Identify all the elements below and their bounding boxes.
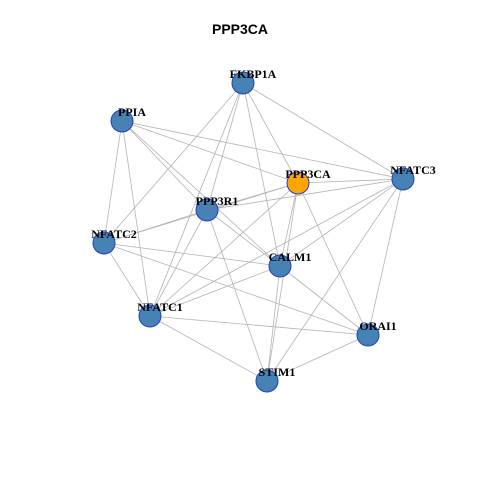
edge-nfatc3-stim1 <box>266 178 404 382</box>
edge-ppp3r1-stim1 <box>206 209 268 382</box>
edge-nfatc2-orai1 <box>103 242 369 336</box>
node-label-orai1: ORAI1 <box>359 319 396 333</box>
node-stim1 <box>255 369 279 393</box>
node-ppp3ca <box>286 171 310 195</box>
edge-nfatc2-nfatc1 <box>103 242 151 317</box>
edge-nfatc2-calm1 <box>103 242 281 267</box>
node-label-stim1: STIM1 <box>259 365 296 379</box>
edge-orai1-stim1 <box>266 334 369 382</box>
node-label-nfatc1: NFATC1 <box>137 300 183 314</box>
edge-nfatc3-ppp3r1 <box>206 178 404 211</box>
edge-ppia-nfatc1 <box>121 120 151 317</box>
node-calm1 <box>268 254 292 278</box>
node-label-nfatc3: NFATC3 <box>390 163 436 177</box>
edge-nfatc1-stim1 <box>149 315 268 382</box>
edge-ppp3r1-nfatc1 <box>149 209 208 317</box>
node-label-ppp3r1: PPP3R1 <box>196 194 239 208</box>
edge-ppp3ca-nfatc1 <box>149 182 299 317</box>
edge-ppp3ca-nfatc3 <box>297 178 404 184</box>
edge-nfatc3-calm1 <box>279 178 404 267</box>
edge-calm1-stim1 <box>266 265 281 382</box>
labels-layer: FKBP1A PPIA PPP3CA NFATC3PPP3R1NFATC2CALM1N… <box>91 67 436 379</box>
edge-ppp3ca-calm1 <box>279 182 299 267</box>
node-ppp3r1 <box>195 198 219 222</box>
edge-fkbp1a-ppp3r1 <box>206 82 244 211</box>
node-label-calm1: CALM1 <box>269 250 312 264</box>
node-nfatc1 <box>138 304 162 328</box>
edges-layer <box>103 82 404 382</box>
edge-fkbp1a-calm1 <box>242 82 281 267</box>
node-label-nfatc2: NFATC2 <box>91 227 137 241</box>
edge-ppp3ca-orai1 <box>297 182 369 336</box>
node-orai1 <box>356 323 380 347</box>
edge-fkbp1a-nfatc2 <box>103 82 244 244</box>
node-nfatc3 <box>391 167 415 191</box>
edge-nfatc3-nfatc1 <box>149 178 404 317</box>
nodes-layer <box>92 71 415 393</box>
node-ppia <box>110 109 134 133</box>
edge-ppia-ppp3ca <box>121 120 299 184</box>
edge-ppp3r1-nfatc2 <box>103 209 208 244</box>
graph-title: PPP3CA <box>211 21 269 37</box>
edge-nfatc1-orai1 <box>149 315 369 336</box>
edge-ppp3ca-stim1 <box>266 182 299 382</box>
edge-calm1-nfatc1 <box>149 265 281 317</box>
node-label-fkbp1a: FKBP1A <box>230 67 277 81</box>
node-label-ppp3ca: PPP3CA <box>285 167 331 181</box>
edge-ppia-nfatc2 <box>103 120 123 244</box>
edge-calm1-orai1 <box>279 265 369 336</box>
node-nfatc2 <box>92 231 116 255</box>
edge-nfatc3-orai1 <box>367 178 404 336</box>
edge-ppp3r1-calm1 <box>206 209 281 267</box>
node-label-ppia: PPIA <box>118 105 146 119</box>
edge-ppia-ppp3r1 <box>121 120 208 211</box>
node-fkbp1a <box>231 71 255 95</box>
edge-fkbp1a-ppp3ca <box>242 82 299 184</box>
edge-ppia-nfatc3 <box>121 120 404 180</box>
edge-ppia-calm1 <box>121 120 281 267</box>
edge-fkbp1a-nfatc3 <box>242 82 404 180</box>
